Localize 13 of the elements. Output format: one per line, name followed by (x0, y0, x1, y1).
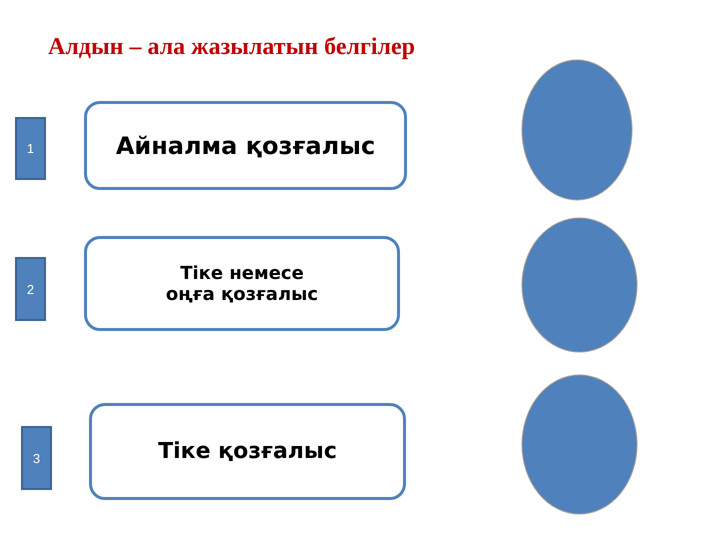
box-label: Айналма қозғалыс (116, 132, 376, 160)
title: Алдын – ала жазылатын белгілер (48, 34, 415, 61)
box-label: 2 (26, 282, 34, 296)
rounded-text-box (84, 101, 407, 190)
rounded-text-box (84, 236, 400, 331)
box-label: 3 (32, 450, 40, 466)
box-label: Тіке немесе оңға қозғалыс (164, 262, 320, 304)
rounded-text-box (89, 403, 406, 500)
number-tile (15, 257, 46, 321)
number-tile (21, 426, 52, 490)
number-tile (15, 117, 46, 180)
box-label: 1 (26, 141, 34, 156)
box-label: Тіке қозғалыс (158, 439, 337, 464)
